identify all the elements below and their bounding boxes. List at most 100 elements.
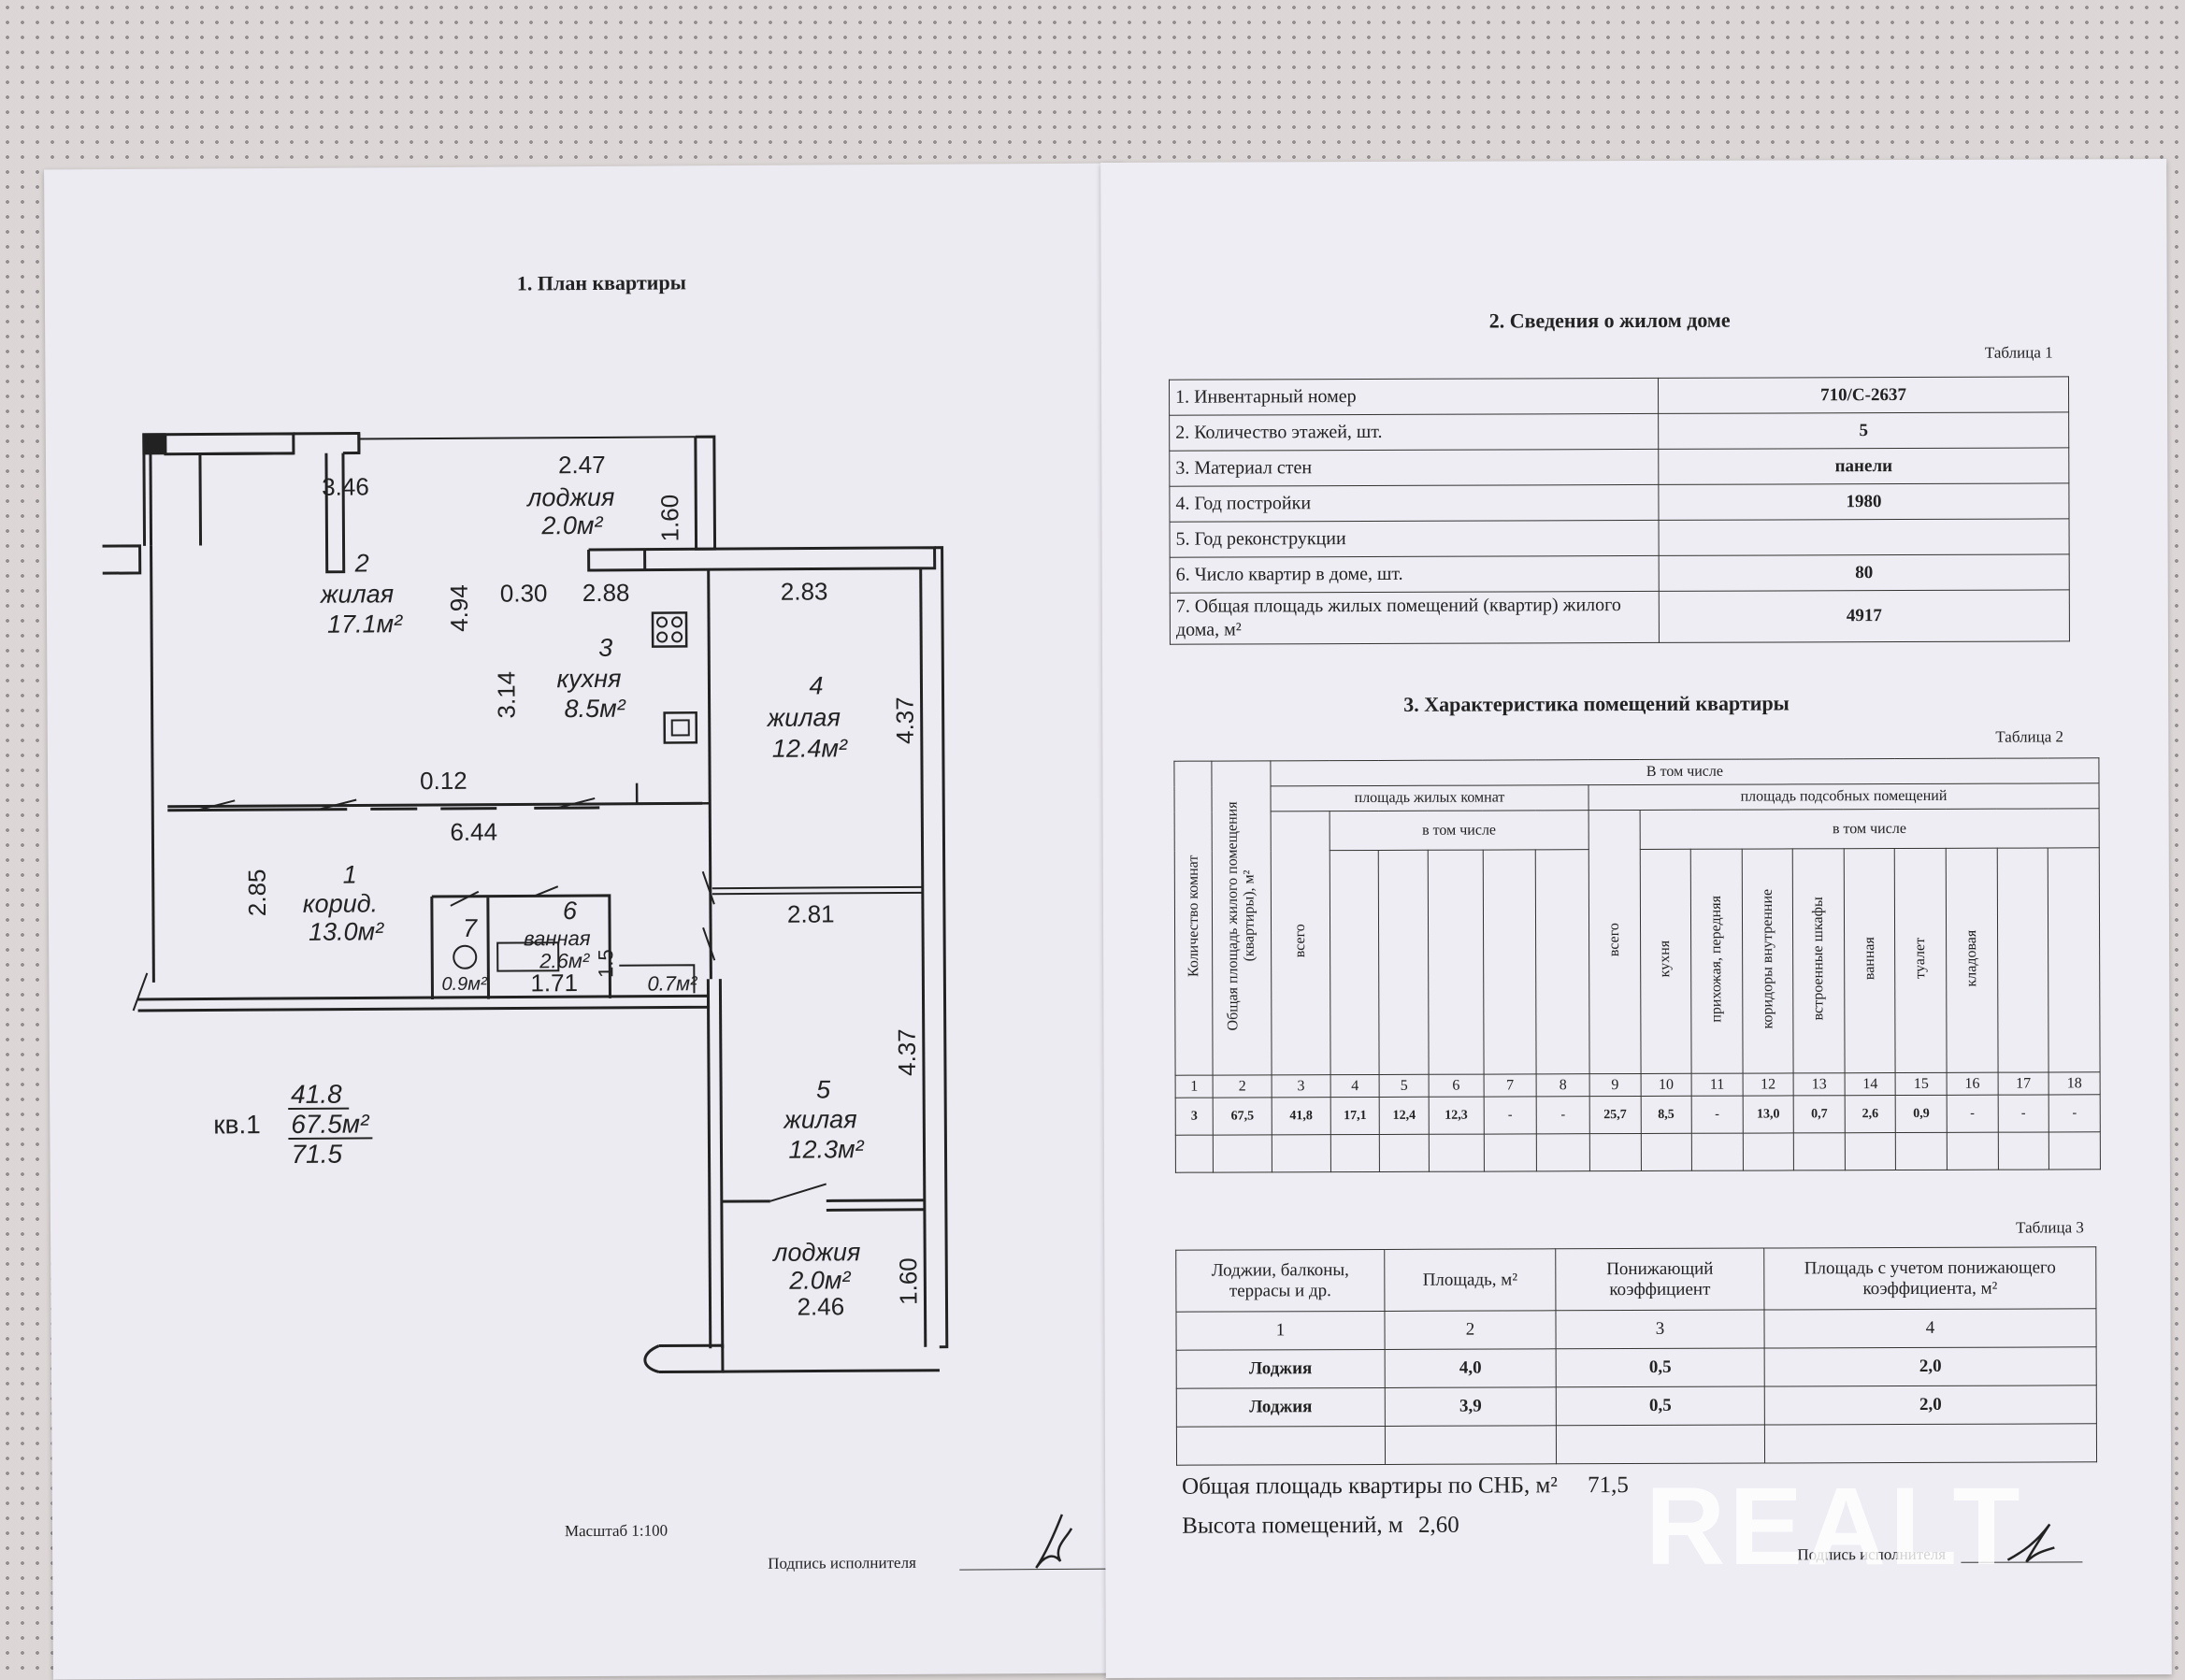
col-number: 8 [1536,1074,1589,1097]
loggia-header: Площадь с учетом понижающего коэффициент… [1764,1247,2096,1310]
house-row-value: 710/С-2637 [1658,377,2068,414]
rooms-table: Количество комнат Общая площадь жилого п… [1173,757,2101,1172]
table1-label: Таблица 1 [1985,343,2053,362]
empty-cell [1794,1133,1846,1170]
loggia-cell: 3,9 [1385,1387,1556,1427]
room-6-name: ванная [524,926,591,950]
h-aux-col [2048,848,2101,1072]
table3-label: Таблица 3 [2016,1218,2084,1237]
empty-cell [1330,1134,1380,1171]
empty-cell [1380,1134,1430,1171]
loggia-1-area: 2.0м² [540,511,603,539]
loggia-cell: Лоджия [1176,1387,1385,1427]
room-value-cell: - [1484,1097,1537,1134]
table-row: Лоджия 3,9 0,5 2,0 [1176,1386,2096,1427]
room-1-area: 13.0м² [309,917,384,945]
dim-1-71: 1.71 [530,969,578,997]
col-number: 6 [1429,1074,1484,1097]
dim-6-44: 6.44 [450,818,497,846]
empty-cell [1484,1134,1537,1171]
dim-1-60-top: 1.60 [655,495,683,542]
house-row-value: 5 [1659,412,2069,450]
col-number: 1 [1176,1311,1385,1350]
room-2-number: 2 [354,549,369,577]
room-7-number: 7 [463,914,478,942]
dim-0-12: 0.12 [420,767,467,795]
dim-4-94: 4.94 [445,584,473,632]
dim-2-83: 2.83 [781,577,828,605]
room-4-area: 12.4м² [772,734,848,762]
info-page: 2. Сведения о жилом доме Таблица 1 1. Ин… [1100,159,2172,1678]
room-5-area: 12.3м² [788,1135,864,1163]
h-total-living: всего [1271,811,1330,1075]
table-row: 2. Количество этажей, шт.5 [1170,412,2069,451]
empty-cell [1743,1133,1794,1170]
h-aux-col: прихожая, передняя [1690,849,1742,1073]
col-number: 1 [1175,1075,1213,1098]
room-value-cell: - [1691,1096,1743,1133]
room-3-number: 3 [598,634,612,662]
table-row: Лоджия 4,0 0,5 2,0 [1176,1347,2096,1388]
col-number: 14 [1845,1073,1896,1096]
dim-1-60-bottom: 1.60 [894,1257,922,1305]
h-incl-aux: в том числе [1640,809,2100,850]
col-number: 3 [1556,1310,1764,1349]
room-value-cell: 12,3 [1429,1097,1484,1134]
col-number: 12 [1743,1073,1794,1096]
h-living: площадь жилых комнат [1271,785,1588,811]
house-row-value: панели [1659,448,2069,485]
table2-label: Таблица 2 [1995,727,2063,746]
room-4-name: жилая [767,703,841,731]
house-row-value [1659,519,2069,556]
empty-cell [2049,1132,2101,1170]
empty-cell [1845,1133,1896,1170]
apt-living-area: 41.8 [291,1080,342,1109]
col-number: 11 [1691,1073,1743,1096]
room-value-cell: 3 [1175,1098,1213,1135]
summary-total: Общая площадь квартиры по СНБ, м² 71,5 [1182,1472,1629,1501]
loggia-cell: 4,0 [1385,1349,1556,1388]
empty-cell [1589,1133,1641,1170]
col-number: 16 [1947,1072,1998,1095]
h-aux-col: ванная [1844,849,1895,1073]
dim-1-5: 1.5 [594,949,617,978]
loggia-cell: 0,5 [1556,1348,1764,1387]
room-7-area: 0.9м² [441,974,488,995]
h-living-cell [1536,850,1589,1074]
room-value-cell: - [2048,1095,2100,1132]
plan-scale: Масштаб 1:100 [565,1521,668,1541]
empty-cell [1272,1135,1330,1172]
room-3-area: 8.5м² [565,695,626,723]
room-6-number: 6 [563,897,578,925]
h-living-cell [1379,850,1429,1074]
dim-4-37-top: 4.37 [891,696,919,744]
loggia-cell: Лоджия [1176,1349,1385,1388]
col-number: 7 [1484,1074,1537,1097]
house-row-label: 5. Год реконструкции [1170,520,1659,557]
room-value-cell: - [1998,1095,2049,1132]
loggia-header: Понижающий коэффициент [1556,1248,1764,1311]
dim-3-46: 3.46 [322,472,369,500]
h-including: В том числе [1271,758,2099,786]
room-value-cell: 13,0 [1743,1096,1794,1133]
h-total-area: Общая площадь жилого помещения (квартиры… [1212,761,1272,1075]
dim-0-30: 0.30 [500,579,548,607]
room-value-cell: - [1947,1095,1998,1132]
dim-2-47: 2.47 [558,451,606,479]
room-2-area: 17.1м² [327,610,403,638]
room-1-name: корид. [303,889,378,917]
plan-page: 1. План квартиры [44,163,1133,1679]
col-number: 10 [1641,1073,1692,1096]
summary-height-label: Высота помещений, м [1182,1513,1403,1539]
house-row-value: 1980 [1659,483,2069,521]
plan-signature-label: Подпись исполнителя [768,1554,916,1573]
loggia-header: Лоджии, балконы, террасы и др. [1176,1249,1385,1312]
room-value-cell: 41,8 [1272,1098,1330,1135]
room-1-number: 1 [343,861,357,889]
h-aux-col: кладовая [1946,848,1997,1072]
house-row-label: 7. Общая площадь жилых помещений (кварти… [1170,591,1659,644]
